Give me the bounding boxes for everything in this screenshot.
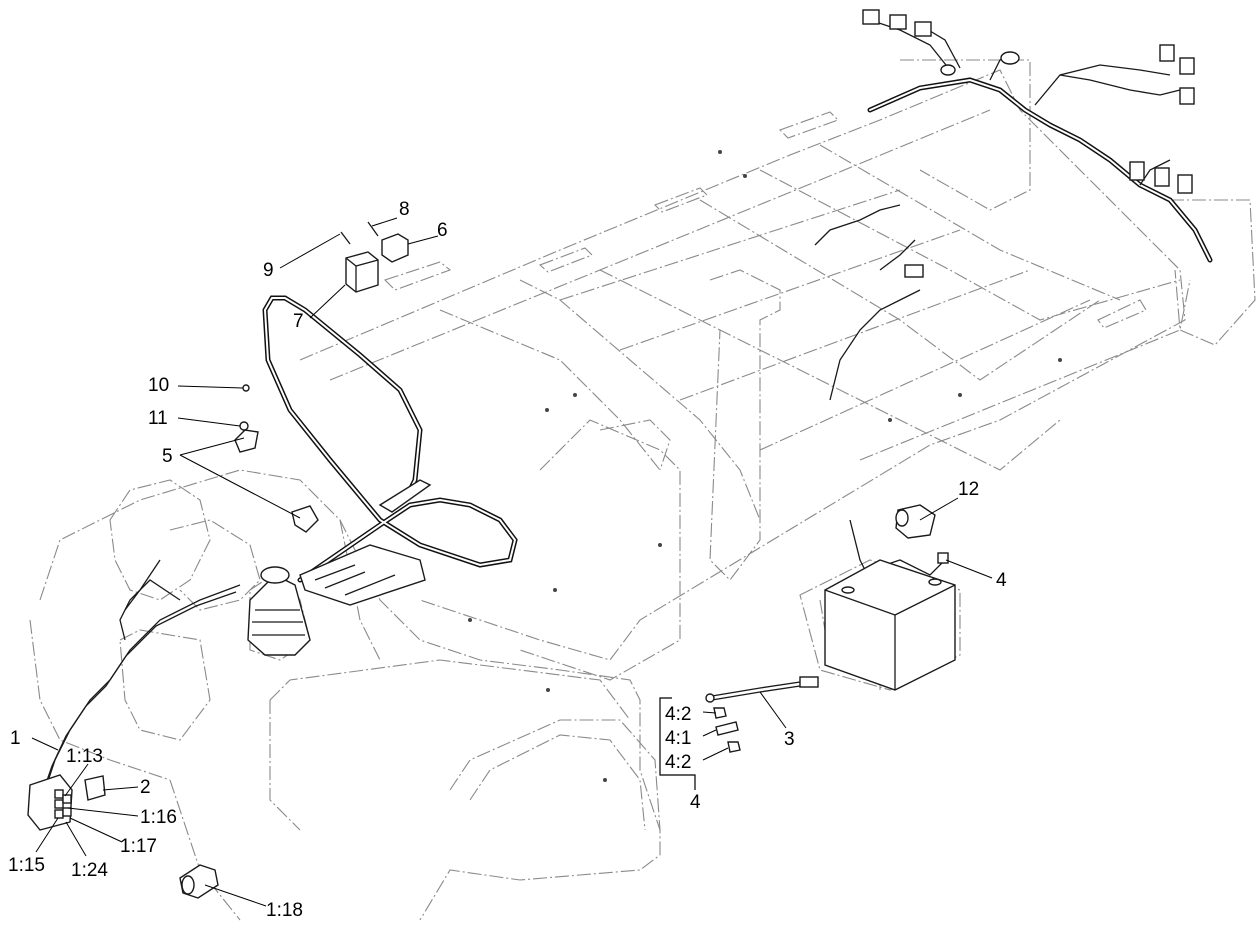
relay-parts-6-7-8-9: [340, 221, 409, 293]
callout-2: 2: [140, 777, 151, 798]
callout-1-18: 1:18: [266, 900, 303, 921]
callout-8: 8: [399, 199, 410, 220]
battery: [824, 559, 956, 691]
callout-4-2-top: 4:2: [665, 704, 691, 725]
connector-part-1-18: [179, 864, 219, 899]
callout-labels: 1 1:13 2 1:16 1:17 1:15 1:24 1:18 3 4 4 …: [8, 199, 1007, 921]
callout-1-17: 1:17: [120, 836, 157, 857]
callout-4-1: 4:1: [665, 728, 691, 749]
connector-block: [27, 774, 106, 831]
callout-1-24: 1:24: [71, 860, 108, 881]
callout-7: 7: [293, 311, 304, 332]
callout-4-2-bottom: 4:2: [665, 752, 691, 773]
callout-1-16: 1:16: [140, 807, 177, 828]
callout-1-13: 1:13: [66, 746, 103, 767]
rear-connectors: [862, 9, 1195, 278]
callout-10: 10: [148, 375, 169, 396]
callout-3: 3: [784, 729, 795, 750]
callout-4-group: 4: [690, 792, 701, 813]
main-wiring-harness: [41, 19, 1213, 796]
hardware-stack-part-4: [713, 707, 741, 753]
control-console: [247, 479, 432, 656]
ground-cable-part-3: [705, 676, 819, 703]
callout-6: 6: [437, 220, 448, 241]
callout-1: 1: [10, 728, 21, 749]
callout-9: 9: [263, 260, 274, 281]
callout-5: 5: [162, 446, 173, 467]
callout-12: 12: [958, 479, 979, 500]
clamp-parts-5-10-11: [234, 384, 319, 533]
battery-terminal-part-4: [937, 552, 949, 564]
key-switch-part-12: [895, 504, 936, 539]
leader-lines: [31, 217, 993, 907]
phantom-vehicle-frame: [29, 59, 1256, 921]
callout-1-15: 1:15: [8, 855, 45, 876]
callout-4-battery: 4: [996, 570, 1007, 591]
callout-11: 11: [148, 408, 168, 429]
